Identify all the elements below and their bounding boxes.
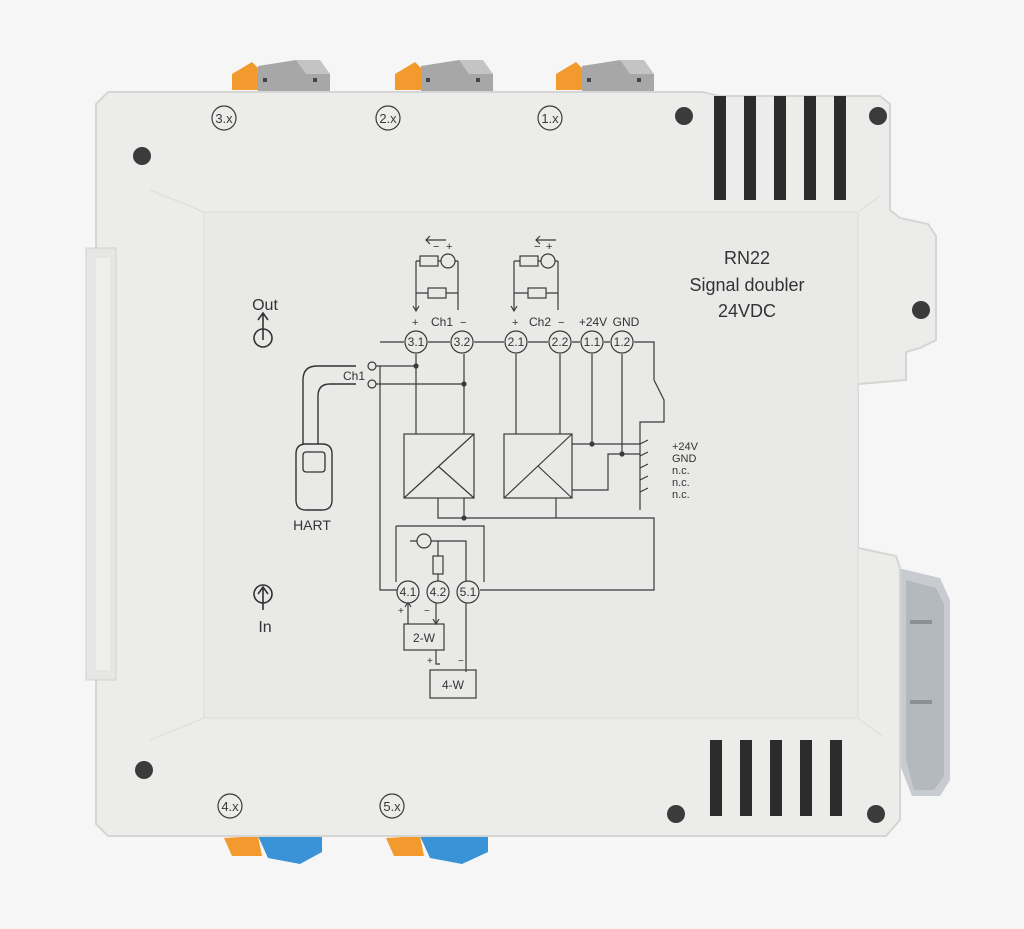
mounting-hole <box>135 761 153 779</box>
mounting-hole <box>912 301 930 319</box>
product-name: Signal doubler <box>689 275 804 295</box>
din-rail-clip <box>898 568 950 796</box>
mounting-hole <box>667 805 685 823</box>
ch2-label: Ch2 <box>529 315 551 329</box>
vent-slots-bottom <box>710 740 842 816</box>
four-wire-plus: + <box>427 656 433 667</box>
housing <box>85 91 937 837</box>
ch1-plus: + <box>412 317 418 329</box>
terminal-2-2: 2.2 <box>548 330 572 354</box>
terminal-3-2: 3.2 <box>450 330 474 354</box>
top-connectors <box>232 60 654 92</box>
in-label: In <box>258 619 271 636</box>
terminal-2-1: 2.1 <box>504 330 528 354</box>
svg-text:3.1: 3.1 <box>408 335 425 349</box>
connector-3x <box>232 60 330 92</box>
mounting-hole <box>867 805 885 823</box>
svg-text:5.1: 5.1 <box>460 585 477 599</box>
out-label: Out <box>252 297 278 314</box>
terminal-4-2: 4.2 <box>426 580 450 604</box>
ch2-source-minus: − <box>534 241 540 253</box>
marker-2x: 2.x <box>379 111 397 126</box>
four-wire-box <box>429 669 477 699</box>
four-wire-label: 4-W <box>442 678 465 692</box>
svg-text:4.1: 4.1 <box>400 585 417 599</box>
ch2-source-plus: + <box>546 241 552 253</box>
bus-label-nc-3: n.c. <box>672 489 690 501</box>
product-voltage: 24VDC <box>718 301 776 321</box>
hart-label: HART <box>293 517 331 533</box>
marker-3x: 3.x <box>215 111 233 126</box>
two-wire-label: 2-W <box>413 631 436 645</box>
terminal-block-markers: 3.x 2.x 1.x 4.x 5.x <box>211 105 563 819</box>
ch1-link-label: Ch1 <box>343 369 365 383</box>
bottom-connectors <box>224 836 488 864</box>
marker-1x: 1.x <box>541 111 559 126</box>
gnd-label: GND <box>613 315 640 329</box>
bus-label-gnd: GND <box>672 453 697 465</box>
ch1-source-minus: − <box>433 241 439 253</box>
svg-text:1.2: 1.2 <box>614 335 631 349</box>
mounting-hole <box>869 107 887 125</box>
ch2-minus: − <box>558 317 564 329</box>
bus-label-nc-2: n.c. <box>672 477 690 489</box>
schematic-labels: − + − + + Ch1 − + Ch2 − +24V GND Ch1 +24… <box>343 241 699 692</box>
ch1-minus: − <box>460 317 466 329</box>
mounting-hole <box>133 147 151 165</box>
svg-text:3.2: 3.2 <box>454 335 471 349</box>
four-wire-minus: − <box>458 656 464 667</box>
isolator-block-ch2 <box>503 433 573 499</box>
isolator-block-ch1 <box>403 433 475 499</box>
connector-4x <box>224 836 322 864</box>
two-wire-plus: + <box>398 606 404 617</box>
svg-text:4.2: 4.2 <box>430 585 447 599</box>
schematic-terminals: 3.1 3.2 2.1 2.2 1.1 1.2 4.1 4.2 5.1 <box>396 330 634 604</box>
vent-slots-top <box>714 96 846 200</box>
two-wire-box <box>403 623 445 651</box>
two-wire-minus: − <box>424 606 430 617</box>
connector-5x <box>386 836 488 864</box>
marker-5x: 5.x <box>383 799 401 814</box>
connector-2x <box>395 60 493 92</box>
ch1-source-plus: + <box>446 241 452 253</box>
mounting-hole <box>675 107 693 125</box>
io-symbols: Out In <box>252 297 278 636</box>
product-model: RN22 <box>724 248 770 268</box>
plus-24v-label: +24V <box>579 315 607 329</box>
terminal-1-1: 1.1 <box>580 330 604 354</box>
marker-4x: 4.x <box>221 799 239 814</box>
connector-1x <box>556 60 654 92</box>
svg-text:2.1: 2.1 <box>508 335 525 349</box>
bus-label-24v: +24V <box>672 441 699 453</box>
product-title: RN22 Signal doubler 24VDC <box>689 248 804 321</box>
schematic <box>367 235 665 699</box>
terminal-5-1: 5.1 <box>456 580 480 604</box>
terminal-3-1: 3.1 <box>404 330 428 354</box>
terminal-4-1: 4.1 <box>396 580 420 604</box>
hart-device: HART <box>293 365 356 533</box>
svg-text:1.1: 1.1 <box>584 335 601 349</box>
ch2-plus: + <box>512 317 518 329</box>
terminal-1-2: 1.2 <box>610 330 634 354</box>
bus-label-nc-1: n.c. <box>672 465 690 477</box>
svg-text:2.2: 2.2 <box>552 335 569 349</box>
ch1-label: Ch1 <box>431 315 453 329</box>
